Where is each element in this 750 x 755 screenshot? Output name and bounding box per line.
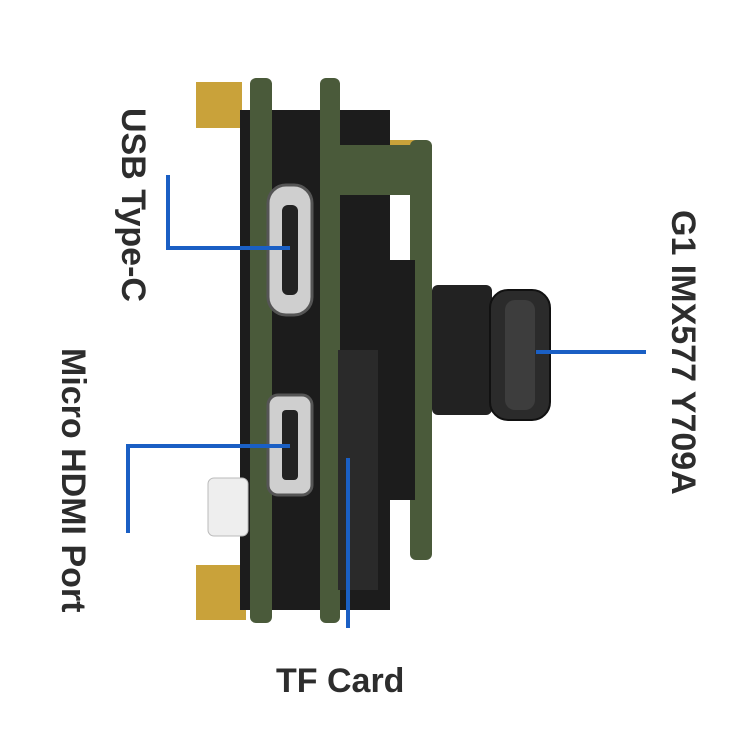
label-usb-type-c: USB Type-C — [114, 108, 152, 302]
sensor-board-components — [385, 260, 415, 500]
pcb-board-left — [250, 78, 272, 623]
brass-standoff-bottom-left — [196, 565, 246, 620]
pcb-board-sensor — [410, 140, 432, 560]
lens-ring — [505, 300, 535, 410]
label-sensor-model: G1 IMX577 Y709A — [664, 210, 702, 495]
tf-card-slot — [338, 350, 378, 590]
callout-line-hdmi — [126, 444, 290, 533]
brass-standoff-top-left — [196, 82, 242, 128]
pcb-board-middle — [320, 78, 340, 623]
label-tf-card: TF Card — [276, 662, 405, 700]
callout-line-usb — [166, 175, 290, 250]
label-micro-hdmi-port: Micro HDMI Port — [54, 348, 92, 613]
lens-mount — [432, 285, 492, 415]
white-connector — [207, 477, 249, 537]
pcb-top-bracket — [330, 145, 420, 195]
